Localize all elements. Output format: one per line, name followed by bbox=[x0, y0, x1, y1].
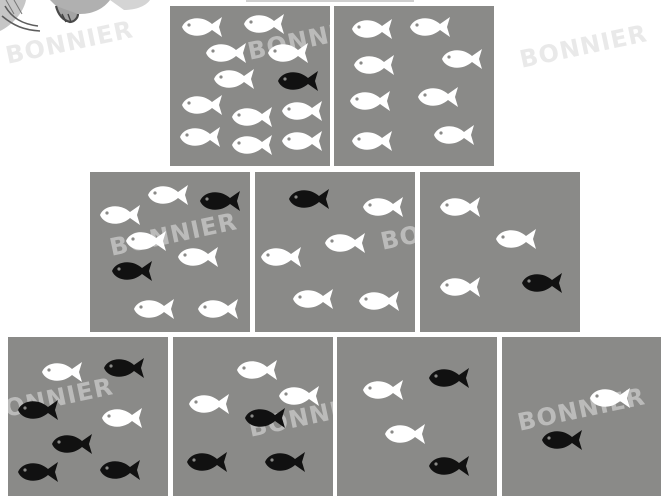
fish-icon bbox=[96, 457, 144, 483]
fish-icon bbox=[48, 431, 96, 457]
fish-icon bbox=[321, 230, 369, 256]
fish-icon bbox=[430, 122, 478, 148]
fish-icon bbox=[100, 355, 148, 381]
fish-icon bbox=[436, 274, 484, 300]
fish-icon bbox=[96, 202, 144, 228]
fish-icon bbox=[406, 14, 454, 40]
fish-icon bbox=[492, 226, 540, 252]
fish-icon bbox=[425, 453, 473, 479]
fish-icon bbox=[359, 377, 407, 403]
fish-icon bbox=[176, 124, 224, 150]
fish-icon bbox=[278, 98, 326, 124]
panel-r3-c4: BONNIER bbox=[502, 337, 661, 496]
fish-icon bbox=[228, 104, 276, 130]
fish-icon bbox=[274, 68, 322, 94]
fish-icon bbox=[438, 46, 486, 72]
fish-icon bbox=[194, 296, 242, 322]
fish-icon bbox=[355, 288, 403, 314]
fish-icon bbox=[210, 66, 258, 92]
fish-icon bbox=[350, 52, 398, 78]
top-edge-decoration bbox=[246, 0, 414, 2]
fish-icon bbox=[108, 258, 156, 284]
fish-icon bbox=[228, 132, 276, 158]
fish-icon bbox=[278, 128, 326, 154]
panel-r3-c1: BONNIER bbox=[8, 337, 168, 496]
fish-icon bbox=[241, 405, 289, 431]
fish-icon bbox=[233, 357, 281, 383]
panel-r3-c2: BONNIER bbox=[173, 337, 333, 496]
fish-icon bbox=[348, 128, 396, 154]
panel-r1-c2 bbox=[334, 6, 494, 166]
fish-icon bbox=[586, 385, 634, 411]
fish-icon bbox=[38, 359, 86, 385]
fish-icon bbox=[185, 391, 233, 417]
fish-icon bbox=[122, 228, 170, 254]
fish-icon bbox=[436, 194, 484, 220]
fish-icon bbox=[346, 88, 394, 114]
panel-r1-c1: BONNIER bbox=[170, 6, 330, 166]
fish-icon bbox=[359, 194, 407, 220]
fish-icon bbox=[538, 427, 586, 453]
panel-r2-c1: BONNIER bbox=[90, 172, 250, 332]
fish-icon bbox=[425, 365, 473, 391]
bird-icon bbox=[0, 0, 160, 44]
fish-icon bbox=[285, 186, 333, 212]
fish-icon bbox=[14, 397, 62, 423]
panel-r2-c2: BONNIER bbox=[255, 172, 415, 332]
fish-icon bbox=[178, 14, 226, 40]
fish-icon bbox=[257, 244, 305, 270]
fish-icon bbox=[174, 244, 222, 270]
fish-icon bbox=[178, 92, 226, 118]
fish-icon bbox=[130, 296, 178, 322]
panel-r2-c3 bbox=[420, 172, 580, 332]
fish-icon bbox=[261, 449, 309, 475]
fish-icon bbox=[240, 11, 288, 37]
fish-icon bbox=[144, 182, 192, 208]
fish-icon bbox=[381, 421, 429, 447]
fish-icon bbox=[518, 270, 566, 296]
fish-icon bbox=[264, 40, 312, 66]
fish-icon bbox=[14, 459, 62, 485]
fish-icon bbox=[196, 188, 244, 214]
fish-icon bbox=[348, 16, 396, 42]
fish-icon bbox=[414, 84, 462, 110]
fish-icon bbox=[289, 286, 337, 312]
watermark: BONNIER bbox=[517, 19, 650, 73]
panel-r3-c3 bbox=[337, 337, 497, 496]
fish-icon bbox=[202, 40, 250, 66]
fish-icon bbox=[98, 405, 146, 431]
fish-icon bbox=[183, 449, 231, 475]
